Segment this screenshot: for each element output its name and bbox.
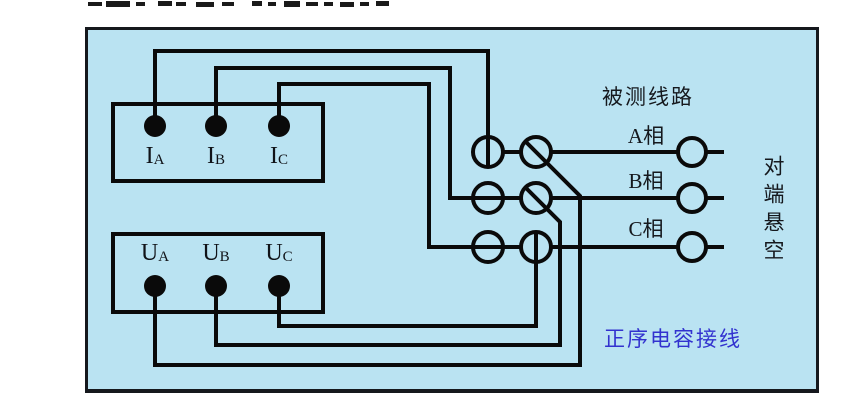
terminal-dot-ia (144, 115, 166, 137)
terminal-label-uc: UC (251, 241, 307, 269)
terminal-dot-ic (268, 115, 290, 137)
phase-a-terminal-circle (676, 136, 708, 168)
terminal-label-ib-base: I (206, 143, 215, 169)
terminal-label-ub: UB (188, 241, 244, 269)
terminal-dot-ib (205, 115, 227, 137)
wire-ub-to-clip-b2 (214, 185, 562, 347)
far-end-floating-label: 对端悬空 (761, 155, 785, 267)
clip-circle-b2 (519, 181, 553, 215)
phase-b-label: B相 (628, 169, 664, 193)
diagram-caption: 正序电容接线 (604, 327, 742, 351)
terminal-dot-ua (144, 275, 166, 297)
terminal-label-ua-sub: A (158, 249, 170, 265)
terminal-label-ua: UA (127, 241, 183, 269)
clip-circle-c2 (519, 230, 553, 264)
terminal-label-ic: IC (251, 144, 307, 172)
terminal-label-ua-base: U (140, 240, 159, 266)
terminal-label-uc-base: U (265, 240, 283, 266)
terminal-label-ia-base: I (145, 143, 154, 169)
terminal-label-uc-sub: C (282, 249, 293, 265)
terminal-label-ic-base: I (269, 143, 278, 169)
terminal-dot-uc (268, 275, 290, 297)
clip-circle-a2 (519, 135, 553, 169)
clip-circle-c1 (471, 230, 505, 264)
wire-ua-to-clip-a2 (153, 139, 582, 367)
phase-c-terminal-circle (676, 231, 708, 263)
wire-uc-to-clip-c2 (277, 232, 538, 328)
clip-circle-a1 (471, 135, 505, 169)
line-under-test-title: 被测线路 (602, 85, 694, 109)
terminal-label-ub-base: U (202, 240, 220, 266)
terminal-label-ub-sub: B (219, 249, 230, 265)
terminal-label-ib: IB (188, 144, 244, 172)
phase-c-label: C相 (628, 217, 664, 241)
phase-a-label: A相 (627, 124, 665, 148)
terminal-label-ic-sub: C (277, 152, 288, 168)
terminal-label-ia: IA (127, 144, 183, 172)
wire-ib-to-clip-b2 (214, 66, 521, 200)
phase-b-terminal-circle (676, 182, 708, 214)
wire-ia-to-clip-a1 (153, 49, 490, 167)
terminal-label-ib-sub: B (214, 152, 225, 168)
terminal-label-ia-sub: A (153, 152, 165, 168)
wire-ic-to-clip-c2 (277, 82, 521, 249)
terminal-dot-ub (205, 275, 227, 297)
clip-circle-b1 (471, 181, 505, 215)
